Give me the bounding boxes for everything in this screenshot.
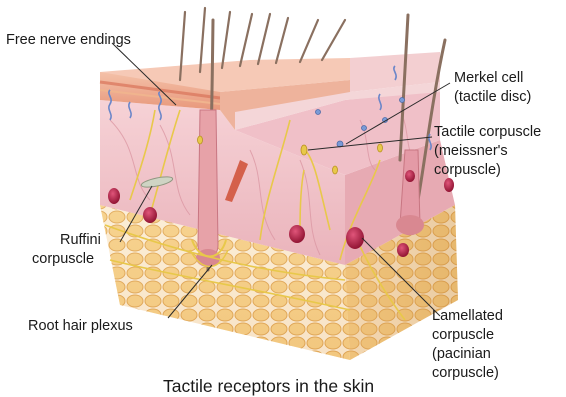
label-tactile-corpuscle: Tactile corpuscle xyxy=(434,124,541,140)
label-lamellated-sub1: corpuscle xyxy=(432,327,494,343)
label-free-nerve-endings: Free nerve endings xyxy=(6,32,131,48)
label-root-hair-plexus: Root hair plexus xyxy=(28,318,133,334)
label-ruffini-sub: corpuscle xyxy=(32,251,94,267)
diagram-caption: Tactile receptors in the skin xyxy=(163,376,374,396)
label-lamellated-sub3: corpuscle) xyxy=(432,365,499,381)
label-tactile-corpuscle-sub1: (meissner's xyxy=(434,143,508,159)
label-tactile-corpuscle-sub2: corpuscle) xyxy=(434,162,501,178)
label-lamellated: Lamellated xyxy=(432,308,503,324)
label-merkel-cell: Merkel cell xyxy=(454,70,523,86)
label-lamellated-sub2: (pacinian xyxy=(432,346,491,362)
label-ruffini: Ruffini xyxy=(60,232,101,248)
label-merkel-cell-sub: (tactile disc) xyxy=(454,89,531,105)
